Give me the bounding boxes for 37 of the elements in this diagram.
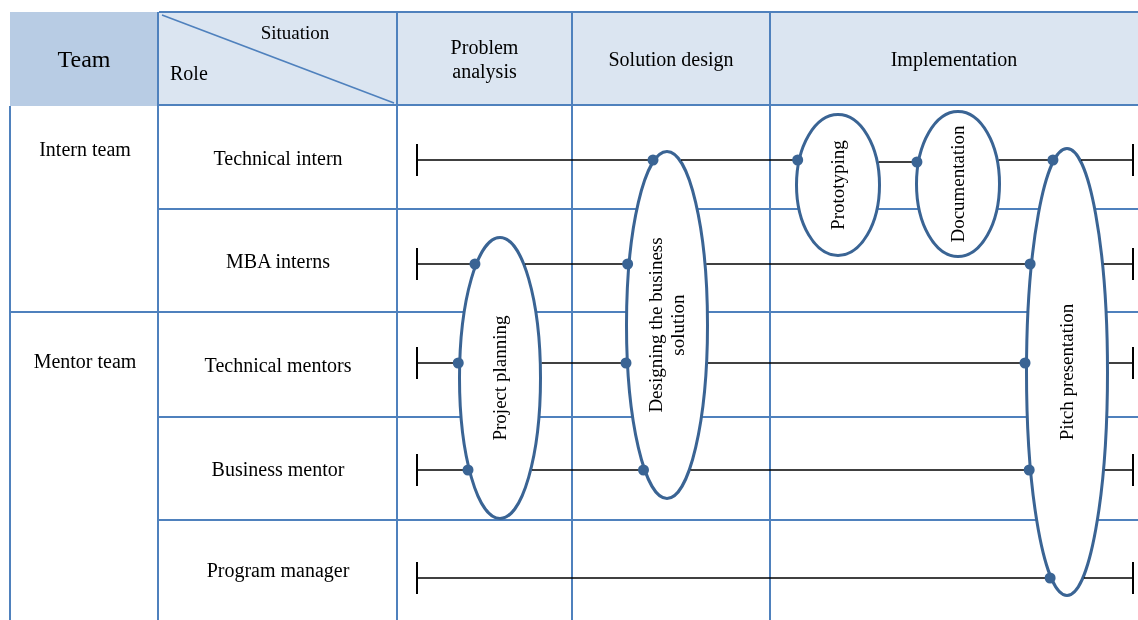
timeline-connector bbox=[707, 357, 1031, 369]
activity-label: Pitch presentation bbox=[1056, 302, 1078, 443]
timeline-connector bbox=[531, 464, 649, 476]
timeline-connector bbox=[705, 258, 1036, 270]
activity-label: Designing the business solution bbox=[645, 236, 689, 415]
role-label: MBA interns bbox=[226, 248, 330, 273]
team-label: Intern team bbox=[39, 137, 131, 161]
team-label: Mentor team bbox=[33, 349, 137, 373]
role-label: Program manager bbox=[206, 558, 350, 582]
timeline-connector bbox=[680, 154, 804, 166]
column-header: Team bbox=[57, 44, 111, 74]
timeline-connector bbox=[416, 143, 659, 177]
timeline-connector bbox=[878, 156, 923, 168]
role-label: Technical intern bbox=[213, 145, 343, 170]
timeline-connector bbox=[1083, 561, 1134, 595]
timeline-connector bbox=[416, 247, 481, 281]
timeline-connector bbox=[1103, 247, 1134, 281]
timeline-connector bbox=[416, 561, 1056, 595]
column-header: Situation bbox=[260, 21, 330, 45]
timeline-connector bbox=[689, 464, 1035, 476]
timeline-connector bbox=[416, 453, 474, 487]
column-header: Problem analysis bbox=[449, 35, 520, 83]
column-header: Role bbox=[170, 61, 208, 85]
timeline-connector bbox=[524, 258, 634, 270]
activity-label: Project planning bbox=[489, 314, 511, 443]
timeline-connector bbox=[541, 357, 632, 369]
timeline-connector bbox=[997, 154, 1059, 166]
column-header: Implementation bbox=[890, 47, 1018, 71]
timeline-connector bbox=[416, 346, 464, 380]
role-label: Business mentor bbox=[211, 456, 345, 481]
column-header: Solution design bbox=[608, 47, 734, 71]
timeline-connector bbox=[1108, 346, 1134, 380]
role-label: Technical mentors bbox=[204, 352, 352, 377]
activity-label: Prototyping bbox=[827, 139, 849, 232]
timeline-connector bbox=[1080, 143, 1134, 177]
activity-label: Documentation bbox=[947, 125, 969, 243]
timeline-connector bbox=[1104, 453, 1134, 487]
